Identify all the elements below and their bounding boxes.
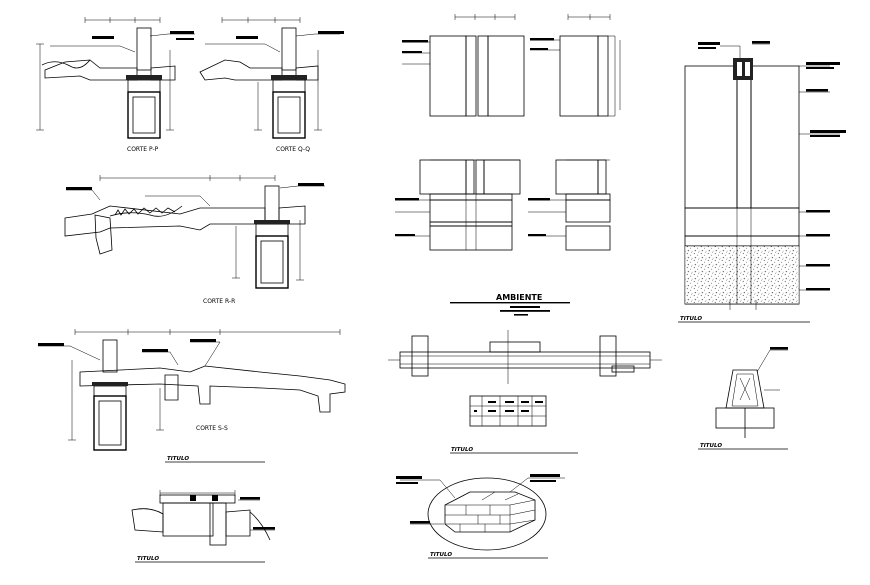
section-label-r-r: CORTE R-R — [203, 298, 235, 305]
brick-isometric-detail: TITULO — [396, 474, 565, 559]
ambiente-title: AMBIENTE — [496, 293, 542, 302]
titulo-2: TITULO — [137, 556, 159, 562]
section-r-r: CORTE R-R — [64, 175, 325, 305]
section-q-q: CORTE Q-Q — [199, 17, 344, 153]
section-label-p-p: CORTE P-P — [127, 146, 159, 153]
section-label-q-q: CORTE Q-Q — [276, 146, 310, 153]
section-s-s: CORTE S-S TITULO — [38, 329, 346, 463]
beam-plan-detail: TITULO — [388, 330, 662, 454]
titulo-6: TITULO — [700, 443, 722, 449]
titulo-1: TITULO — [167, 456, 189, 462]
column-post-detail: TITULO — [698, 347, 788, 450]
wall-footing-detail: TITULO — [131, 490, 275, 563]
titulo-5: TITULO — [680, 316, 702, 322]
titulo-4: TITULO — [430, 552, 452, 558]
brick-wall-details-top — [402, 14, 621, 117]
section-label-s-s: CORTE S-S — [196, 425, 228, 432]
section-p-p: CORTE P-P — [36, 17, 195, 153]
brick-wall-details-middle — [395, 159, 611, 251]
tall-wall-elevation: TITULO — [678, 41, 846, 323]
ambiente-title-block: AMBIENTE — [450, 293, 570, 316]
titulo-3: TITULO — [451, 447, 473, 453]
